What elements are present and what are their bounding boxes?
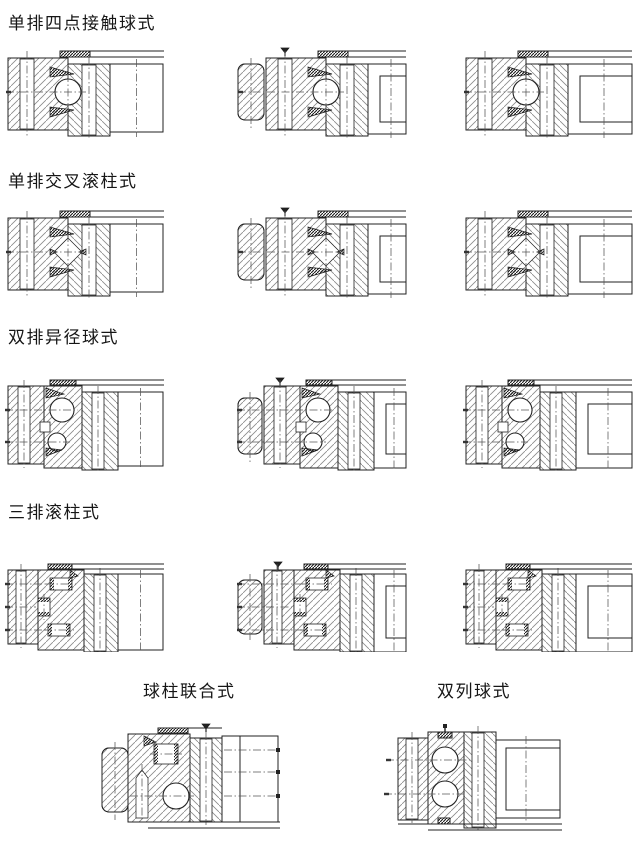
bearing-cross-section-drawing xyxy=(5,379,164,471)
diagram-three-roller-external-gear xyxy=(236,558,408,652)
bearing-cross-section-drawing xyxy=(237,377,407,471)
diagram-four-point-ball-internal-gear xyxy=(462,44,634,140)
diagram-three-roller-internal-gear xyxy=(462,558,634,652)
bearing-cross-section-drawing xyxy=(237,207,407,299)
diagram-diff-ball-external-gear xyxy=(236,374,408,472)
diagram-crossed-roller-external-gear xyxy=(236,204,408,300)
diagram-diff-ball-plain xyxy=(4,374,166,472)
diagram-double-row-ball xyxy=(374,720,564,832)
diagram-crossed-roller-plain xyxy=(4,204,166,300)
diagram-ball-roller-combined xyxy=(100,714,282,834)
bearing-cross-section-drawing xyxy=(237,561,407,652)
row-label-diff-ball: 双排异径球式 xyxy=(8,328,119,347)
diagram-diff-ball-internal-gear xyxy=(462,374,634,472)
bearing-cross-section-drawing xyxy=(384,724,562,831)
bearing-cross-section-drawing xyxy=(6,50,164,139)
bearing-cross-section-drawing xyxy=(101,723,280,829)
row-label-three-roller: 三排滚柱式 xyxy=(8,503,101,522)
bearing-cross-section-drawing xyxy=(464,210,633,299)
bearing-cross-section-drawing xyxy=(237,47,407,139)
row-label-double-row-ball: 双列球式 xyxy=(437,682,511,701)
bearing-cross-section-drawing xyxy=(5,563,164,652)
row-label-crossed-roller: 单排交叉滚柱式 xyxy=(8,172,138,191)
diagram-four-point-ball-plain xyxy=(4,44,166,140)
row-label-four-point-ball: 单排四点接触球式 xyxy=(8,14,156,33)
bearing-cross-section-drawing xyxy=(463,563,633,652)
bearing-cross-section-drawing xyxy=(464,50,633,139)
row-label-ball-roller-combined: 球柱联合式 xyxy=(143,682,236,701)
diagram-three-roller-plain xyxy=(4,558,166,652)
bearing-cross-section-drawing xyxy=(6,210,164,299)
diagram-crossed-roller-internal-gear xyxy=(462,204,634,300)
diagram-four-point-ball-external-gear xyxy=(236,44,408,140)
bearing-cross-section-drawing xyxy=(463,379,633,471)
